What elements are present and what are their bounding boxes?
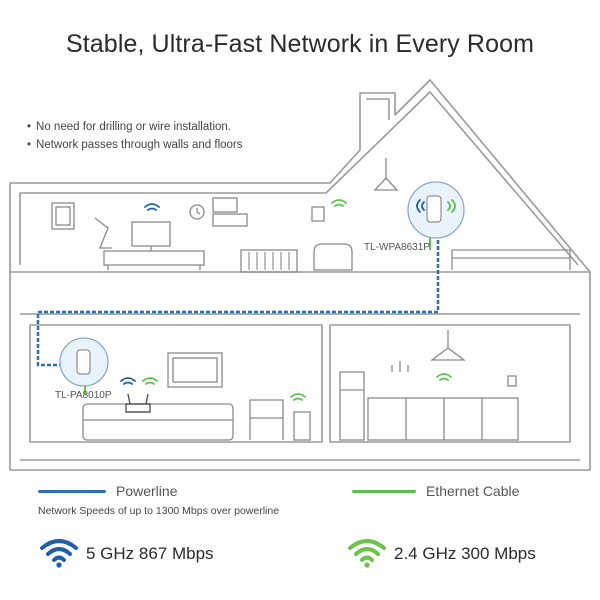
band-5ghz-label: 5 GHz 867 Mbps xyxy=(86,544,214,563)
vase-shelf xyxy=(391,361,409,372)
bed xyxy=(451,249,571,270)
band-24ghz-label: 2.4 GHz 300 Mbps xyxy=(394,544,536,563)
speed-note: Network Speeds of up to 1300 Mbps over p… xyxy=(38,505,280,517)
powerline-legend-line xyxy=(38,490,106,493)
chimney xyxy=(366,98,390,120)
living-room xyxy=(29,324,323,443)
lower-device-label: TL-PA8010P xyxy=(55,390,112,401)
wifi-icon xyxy=(142,377,158,385)
wall-shelf xyxy=(212,197,238,213)
wifi-icon xyxy=(120,377,136,385)
side-table xyxy=(293,411,311,441)
house-outline xyxy=(9,79,591,471)
upper-floor-line xyxy=(19,91,579,266)
radiator xyxy=(240,249,298,273)
feature-list: No need for drilling or wire installatio… xyxy=(27,118,243,154)
powerline-path xyxy=(36,240,440,367)
ethernet-legend-label: Ethernet Cable xyxy=(426,483,520,499)
kitchen-counter xyxy=(367,397,519,441)
wifi-icon xyxy=(436,373,452,381)
wall-clock xyxy=(189,204,205,220)
kitchen-room xyxy=(329,324,571,443)
wifi-icon xyxy=(290,393,306,401)
desk-lamp xyxy=(94,217,112,249)
tv-frame xyxy=(167,352,223,388)
wifi-icon xyxy=(144,203,160,211)
pendant-lamp xyxy=(373,177,399,191)
wifi-icon xyxy=(348,539,386,568)
wifi-icon xyxy=(40,539,78,568)
lounge-chair xyxy=(249,399,284,440)
fridge xyxy=(339,371,365,441)
wifi-icon xyxy=(447,199,456,213)
ethernet-legend-line xyxy=(352,490,416,493)
router xyxy=(125,393,151,413)
wall-outlet xyxy=(507,375,517,387)
sofa xyxy=(82,403,234,441)
range-hood xyxy=(430,347,466,361)
page-title: Stable, Ultra-Fast Network in Every Room xyxy=(65,30,535,58)
book-stack xyxy=(311,206,325,222)
feature-item: Network passes through walls and floors xyxy=(27,136,242,154)
wifi-icon xyxy=(331,199,347,207)
powerline-legend-label: Powerline xyxy=(116,483,178,499)
picture-frame xyxy=(51,202,75,230)
armchair xyxy=(313,243,353,271)
monitor xyxy=(131,221,171,247)
upper-device-label: TL-WPA8631P xyxy=(364,242,430,253)
wifi-icon xyxy=(416,199,425,213)
desk xyxy=(103,250,205,266)
feature-item: No need for drilling or wire installatio… xyxy=(27,118,243,136)
